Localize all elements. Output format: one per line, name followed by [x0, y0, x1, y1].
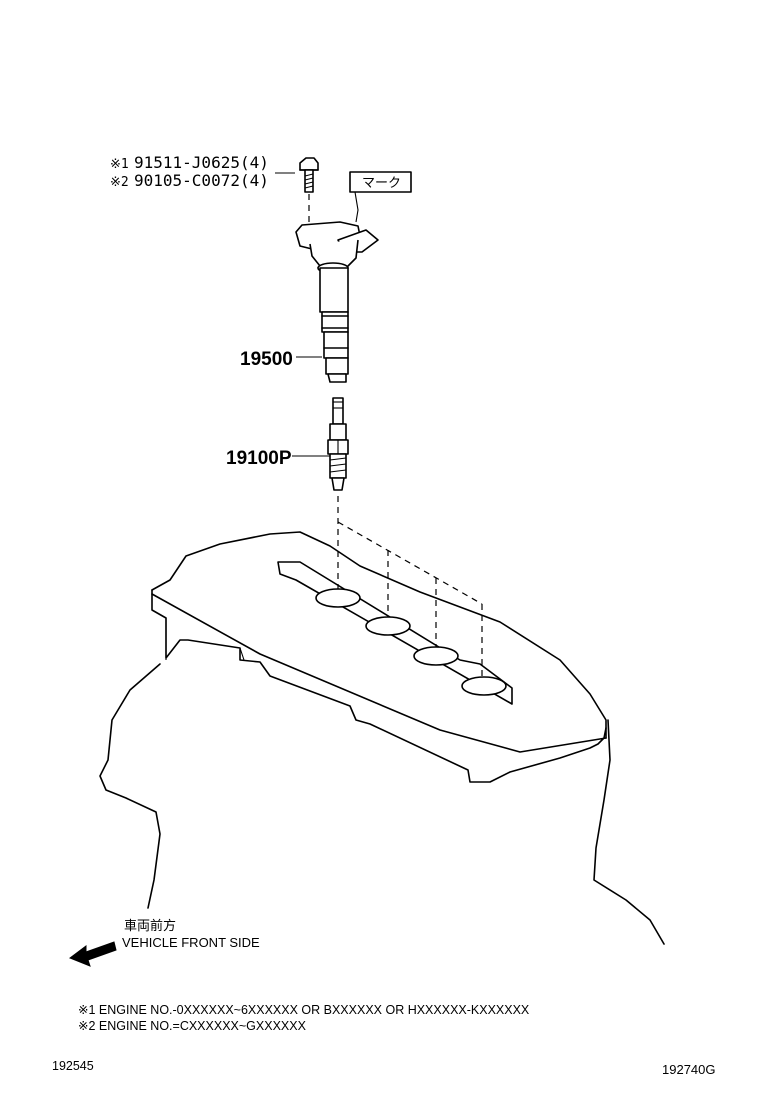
mark-label: マーク	[362, 176, 401, 191]
plug-holes	[315, 588, 507, 696]
installation-guide-lines	[337, 496, 483, 680]
figure-code: 192740G	[662, 1062, 716, 1077]
vehicle-front-label-jp: 車両前方	[124, 918, 176, 933]
illustration-code: 192545	[52, 1059, 94, 1073]
bolt-2-part-number[interactable]: 90105-C0072(4)	[134, 171, 269, 190]
engine-note-2: ※2 ENGINE NO.=CXXXXXX~GXXXXXX	[78, 1019, 307, 1033]
engine-cylinder-head-outline	[99, 531, 665, 945]
bolt-icon	[299, 157, 319, 193]
spark-plug-icon[interactable]	[327, 397, 349, 491]
ignition-coil-part-number[interactable]: 19500	[240, 349, 293, 370]
mark-label-box	[349, 171, 412, 193]
bolt-2-mark: ※2	[110, 175, 129, 190]
engine-note-1: ※1 ENGINE NO.-0XXXXXX~6XXXXXX OR BXXXXXX…	[78, 1003, 530, 1017]
ignition-coil-icon[interactable]	[295, 221, 379, 383]
spark-plug-part-number[interactable]: 19100P	[226, 448, 292, 469]
vehicle-front-label-en: VEHICLE FRONT SIDE	[122, 935, 260, 950]
bolt-1-mark: ※1	[110, 157, 129, 172]
front-direction-arrow-icon	[68, 941, 117, 967]
bolt-1-part-number[interactable]: 91511-J0625(4)	[134, 153, 269, 172]
mark-leader-line	[354, 191, 359, 223]
